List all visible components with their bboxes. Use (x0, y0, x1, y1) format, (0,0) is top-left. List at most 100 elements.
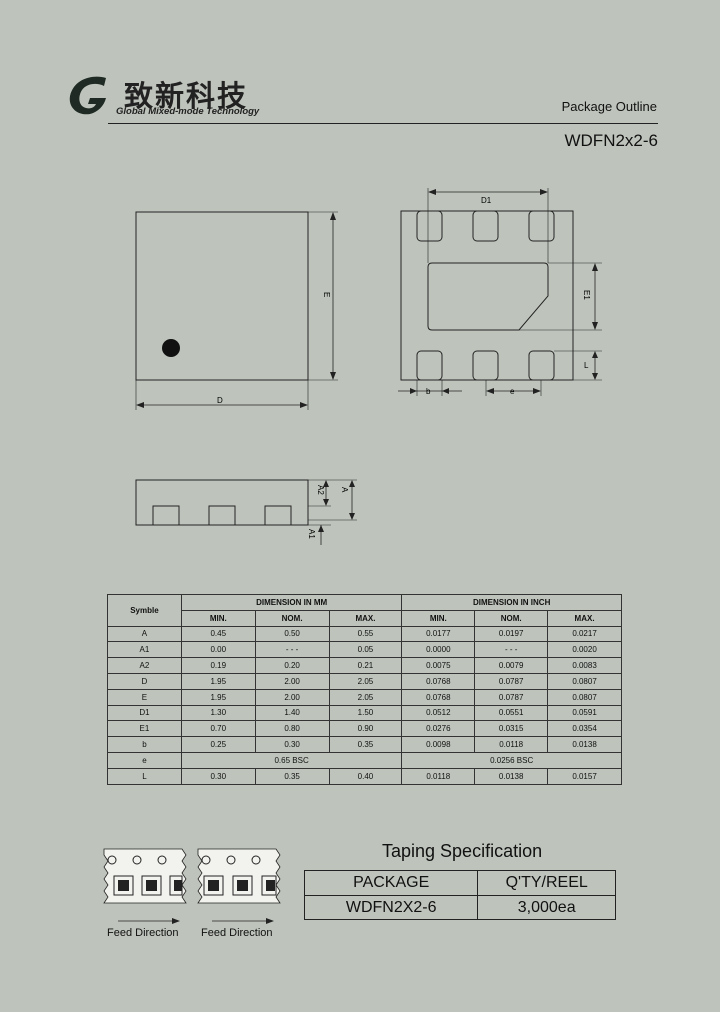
exposed-pad (427, 262, 549, 331)
subheader-mm-max: MAX. (328, 609, 403, 627)
cell-in-max: 0.0138 (547, 736, 622, 753)
cell-mm-min: 0.25 (180, 736, 256, 753)
cell-mm-max: 2.05 (328, 688, 403, 706)
table-row: b 0.25 0.30 0.35 0.0098 0.0118 0.0138 (107, 736, 622, 753)
pin1-marker (162, 339, 180, 357)
cell-in-min: 0.0276 (401, 720, 476, 738)
mm-header: DIMENSION IN MM (180, 594, 403, 611)
header-rule (108, 123, 658, 124)
tape-illustration-2 (197, 848, 281, 924)
cell-in-min: 0.0177 (401, 625, 476, 643)
cell-in-max: 0.0807 (547, 688, 622, 706)
table-row: A 0.45 0.50 0.55 0.0177 0.0197 0.0217 (107, 625, 622, 643)
dim-label-pitch: e (510, 387, 515, 396)
top-view-drawing: E D (135, 211, 338, 410)
cell-mm-max: 1.50 (328, 704, 403, 722)
company-name-cn: 致新科技 (124, 79, 249, 113)
cell-symbol: b (107, 736, 182, 753)
cell-in-nom: 0.0118 (474, 736, 549, 753)
side-lead-1 (152, 505, 180, 526)
cell-mm-nom: 0.30 (254, 736, 330, 753)
cell-in-nom: 0.0079 (474, 657, 549, 674)
cell-symbol: A1 (107, 641, 182, 659)
taping-col-qty: Q'TY/REEL (477, 870, 616, 896)
dim-label-a1: A1 (307, 529, 316, 539)
dim-label-e: E (322, 292, 331, 297)
sprocket-hole (132, 855, 142, 865)
table-row: A2 0.19 0.20 0.21 0.0075 0.0079 0.0083 (107, 657, 622, 674)
cell-mm-max: 0.55 (328, 625, 403, 643)
pad-bottom-2 (472, 350, 499, 381)
cell-symbol: D (107, 672, 182, 690)
cell-in-bsc: 0.0256 BSC (401, 751, 622, 769)
taping-qty: 3,000ea (477, 895, 616, 920)
cell-mm-min: 0.30 (180, 767, 256, 785)
cell-in-max: 0.0807 (547, 672, 622, 690)
cell-mm-nom: 0.35 (254, 767, 330, 785)
bottom-view-body (400, 210, 574, 381)
subheader-in-min: MIN. (401, 609, 476, 627)
side-lead-2 (208, 505, 236, 526)
table-row: D1 1.30 1.40 1.50 0.0512 0.0551 0.0591 (107, 704, 622, 722)
pad-top-3 (528, 210, 555, 242)
sprocket-hole (251, 855, 261, 865)
side-view-body (135, 479, 309, 526)
cell-symbol: D1 (107, 704, 182, 722)
cell-mm-min: 0.70 (180, 720, 256, 738)
cell-in-min: 0.0000 (401, 641, 476, 659)
dim-label-a: A (340, 487, 349, 493)
cell-in-max: 0.0157 (547, 767, 622, 785)
cell-mm-min: 0.45 (180, 625, 256, 643)
cell-in-min: 0.0768 (401, 688, 476, 706)
bottom-view-drawing: D1 E1 L b e (398, 188, 602, 396)
dimension-table: Symble DIMENSION IN MM DIMENSION IN INCH… (107, 594, 622, 785)
taping-title: Taping Specification (382, 841, 543, 861)
logo-g-icon (69, 76, 106, 115)
cell-in-max: 0.0591 (547, 704, 622, 722)
pad-top-1 (416, 210, 443, 242)
cell-mm-max: 2.05 (328, 672, 403, 690)
feed-direction-label-1: Feed Direction (107, 927, 179, 939)
sprocket-hole (107, 855, 117, 865)
cell-symbol: L (107, 767, 182, 785)
cell-mm-max: 0.35 (328, 736, 403, 753)
cell-mm-min: 1.95 (180, 672, 256, 690)
cell-in-nom: 0.0197 (474, 625, 549, 643)
subheader-mm-min: MIN. (180, 609, 256, 627)
cell-in-max: 0.0083 (547, 657, 622, 674)
dim-label-l: L (584, 361, 589, 370)
cell-mm-nom: 2.00 (254, 688, 330, 706)
taping-col-package: PACKAGE (303, 870, 479, 896)
cell-in-min: 0.0512 (401, 704, 476, 722)
cell-mm-nom: 2.00 (254, 672, 330, 690)
tape-illustration-1 (103, 848, 187, 924)
sprocket-hole (226, 855, 236, 865)
cell-mm-max: 0.05 (328, 641, 403, 659)
cell-in-min: 0.0075 (401, 657, 476, 674)
cell-mm-nom: 0.20 (254, 657, 330, 674)
pad-top-2 (472, 210, 499, 242)
table-row: A1 0.00 - - - 0.05 0.0000 - - - 0.0020 (107, 641, 622, 659)
top-view-body (135, 211, 309, 381)
doc-type: Package Outline (561, 99, 657, 114)
sprocket-hole (201, 855, 211, 865)
pad-bottom-3 (528, 350, 555, 381)
feed-direction-label-2: Feed Direction (201, 927, 273, 939)
cell-in-nom: 0.0787 (474, 688, 549, 706)
subheader-mm-nom: NOM. (254, 609, 330, 627)
tape-pocket (261, 875, 277, 896)
cell-in-min: 0.0118 (401, 767, 476, 785)
symbol-header: Symble (107, 594, 182, 627)
cell-in-nom: - - - (474, 641, 549, 659)
cell-symbol: A (107, 625, 182, 643)
taping-data-row: WDFN2X2-6 3,000ea (303, 895, 616, 920)
cell-mm-min: 1.30 (180, 704, 256, 722)
dim-label-d: D (217, 396, 223, 405)
inch-header: DIMENSION IN INCH (401, 594, 622, 611)
taping-package: WDFN2X2-6 (303, 895, 479, 920)
tape-pocket (203, 875, 224, 896)
tape-pocket (113, 875, 134, 896)
cell-in-max: 0.0354 (547, 720, 622, 738)
cell-in-min: 0.0768 (401, 672, 476, 690)
subheader-in-nom: NOM. (474, 609, 549, 627)
